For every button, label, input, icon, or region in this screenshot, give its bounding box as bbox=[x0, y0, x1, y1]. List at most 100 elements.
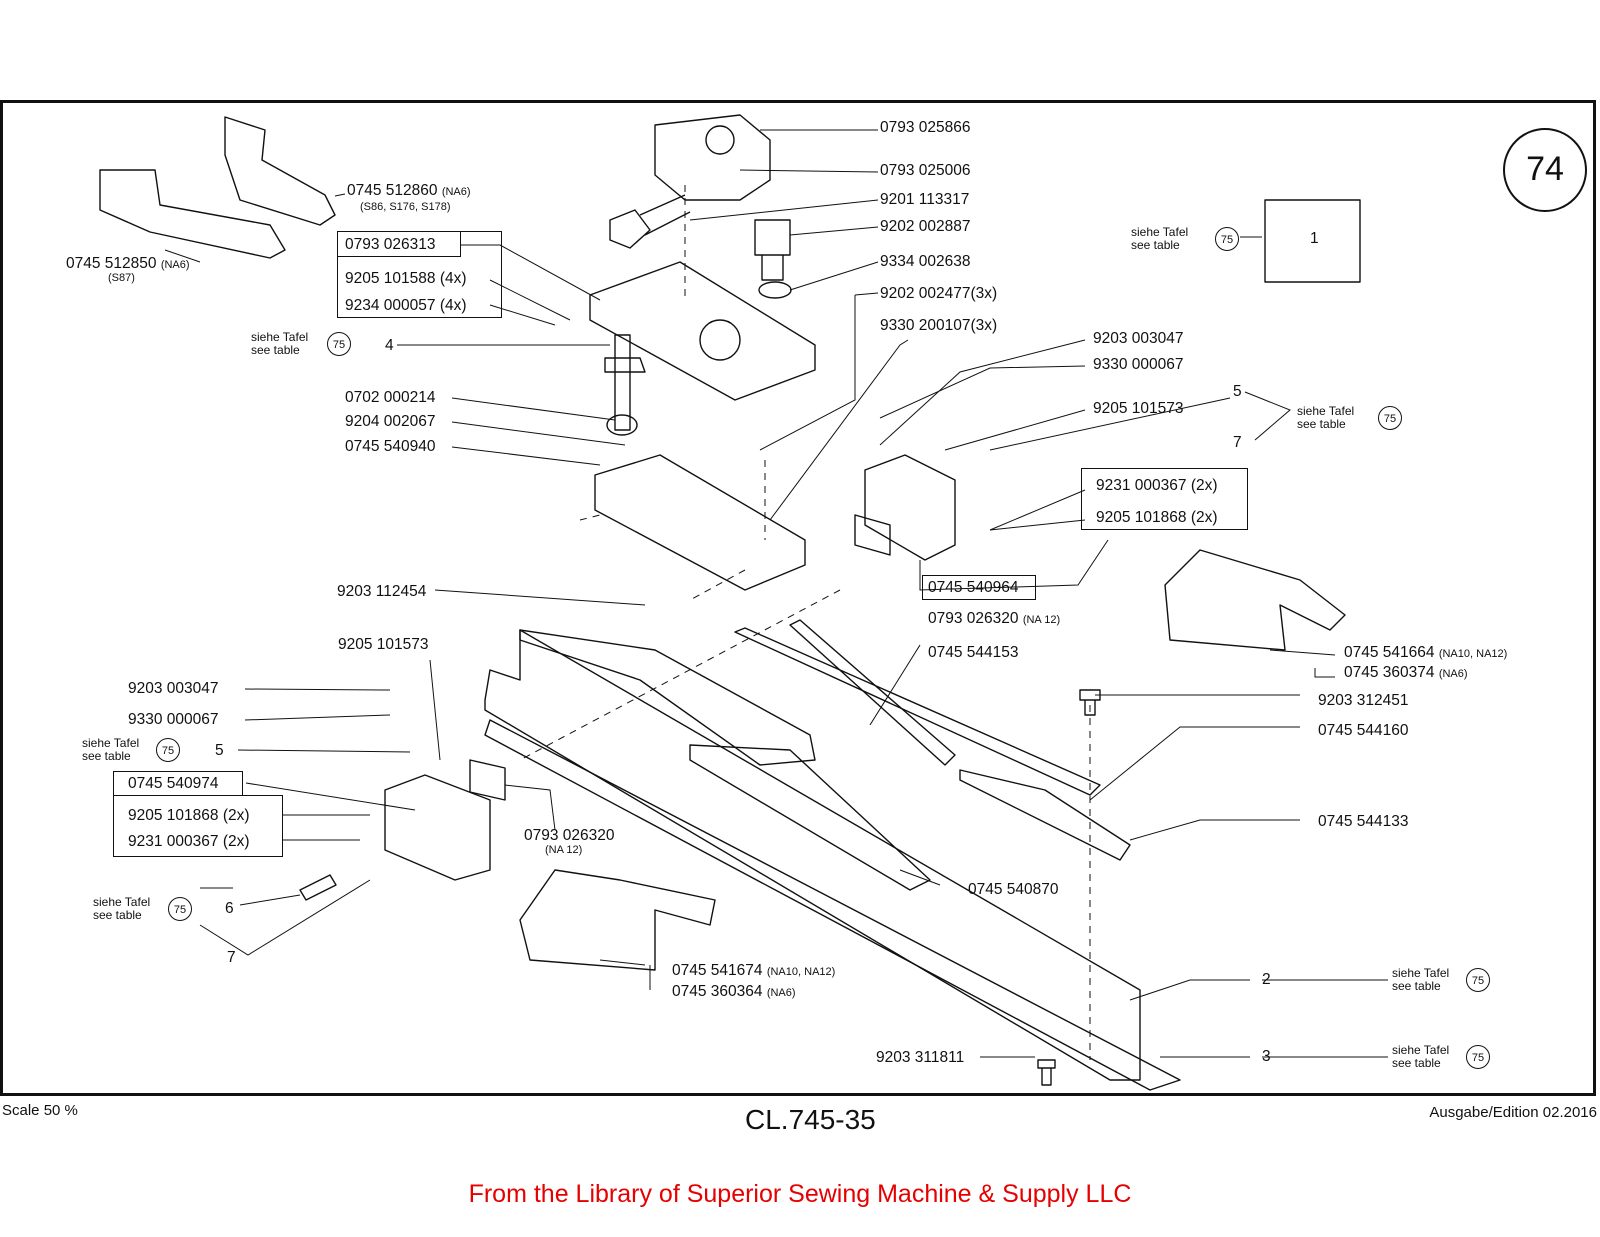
hex-bolt bbox=[609, 194, 691, 249]
part-label-9334002638: 9334 002638 bbox=[880, 253, 971, 270]
clamp-block bbox=[654, 114, 771, 201]
part-label-9234000057: 9234 000057 (4x) bbox=[345, 298, 467, 314]
item-number-4: 4 bbox=[385, 337, 394, 354]
part-label-0745544153: 0745 544153 bbox=[928, 644, 1019, 661]
see-table-en: see table bbox=[1297, 417, 1346, 431]
part-number: 9202 002477 bbox=[880, 285, 971, 302]
pin bbox=[299, 874, 337, 901]
block-540974 bbox=[384, 774, 491, 881]
variant: (NA10, NA12) bbox=[1438, 648, 1508, 660]
block-540964 bbox=[864, 454, 956, 561]
see-table-en: see table bbox=[251, 343, 300, 357]
part-label-0793025006: 0793 025006 bbox=[880, 162, 971, 179]
table-ref-circle: 75 bbox=[1378, 406, 1402, 430]
item-number-5-right: 5 bbox=[1233, 383, 1242, 400]
part-label-9203312451: 9203 312451 bbox=[1318, 692, 1409, 709]
table-ref-circle: 75 bbox=[168, 897, 192, 921]
item-number-3: 3 bbox=[1262, 1048, 1271, 1065]
part-label-0793026320-right: 0793 026320 (NA 12) bbox=[928, 611, 1060, 627]
base-plate bbox=[589, 261, 816, 401]
part-number: 9231 000367 bbox=[128, 833, 219, 850]
part-label-9201113317: 9201 113317 bbox=[880, 191, 970, 208]
part-label-0745540974: 0745 540974 bbox=[128, 775, 219, 792]
part-number: 0745 541664 bbox=[1344, 644, 1435, 661]
table-ref-circle: 75 bbox=[156, 738, 180, 762]
part-note-0745512860: (S86, S176, S178) bbox=[360, 201, 451, 213]
bracket-b bbox=[224, 116, 336, 226]
scale-label: Scale 50 % bbox=[2, 1102, 78, 1119]
quantity: (2x) bbox=[222, 833, 250, 850]
part-label-9204002067: 9204 002067 bbox=[345, 413, 436, 430]
table-ref-circle: 75 bbox=[1466, 968, 1490, 992]
see-table-en: see table bbox=[82, 749, 131, 763]
part-number: 0745 360364 bbox=[672, 983, 763, 1000]
part-label-9330000067-right: 9330 000067 bbox=[1093, 356, 1184, 373]
variant: (NA6) bbox=[441, 186, 471, 198]
guide-544153 bbox=[789, 619, 956, 766]
see-table-en: see table bbox=[1131, 238, 1180, 252]
plate-544133 bbox=[959, 769, 1131, 861]
item-number-2: 2 bbox=[1262, 971, 1271, 988]
item-1-box bbox=[1264, 199, 1361, 283]
part-label-0745540940: 0745 540940 bbox=[345, 438, 436, 455]
part-label-9231000367-right: 9231 000367 (2x) bbox=[1096, 478, 1218, 494]
part-label-0745540964: 0745 540964 bbox=[928, 579, 1019, 596]
part-label-0745544160: 0745 544160 bbox=[1318, 722, 1409, 739]
part-number: 0745 512850 bbox=[66, 255, 157, 272]
see-table-de: siehe Tafel bbox=[1131, 225, 1189, 239]
part-number: 0745 512860 bbox=[347, 182, 438, 199]
see-table-de: siehe Tafel bbox=[1392, 1043, 1450, 1057]
part-label-0745541664: 0745 541664 (NA10, NA12) bbox=[1344, 645, 1507, 661]
part-number: 0745 360374 bbox=[1344, 664, 1435, 681]
part-label-9205101868-left: 9205 101868 (2x) bbox=[128, 808, 250, 824]
block-540940 bbox=[594, 454, 806, 591]
see-table-de: siehe Tafel bbox=[93, 895, 151, 909]
part-label-0745544133: 0745 544133 bbox=[1318, 813, 1409, 830]
part-number: 9231 000367 bbox=[1096, 477, 1187, 494]
edition-label: Ausgabe/Edition 02.2016 bbox=[1429, 1104, 1597, 1121]
part-label-9205101868-right: 9205 101868 (2x) bbox=[1096, 510, 1218, 526]
highlight-box-0745540964 bbox=[922, 575, 1036, 600]
blade-top bbox=[519, 629, 816, 766]
see-table-en: see table bbox=[1392, 1056, 1441, 1070]
spacer-plate-l bbox=[469, 759, 506, 801]
table-ref-circle: 75 bbox=[327, 332, 351, 356]
part-label-9202002477: 9202 002477(3x) bbox=[880, 286, 997, 302]
see-table-de: siehe Tafel bbox=[1297, 404, 1355, 418]
part-label-9202002887: 9202 002887 bbox=[880, 218, 971, 235]
hex-nut bbox=[604, 357, 646, 373]
drawing-code: CL.745-35 bbox=[745, 1104, 876, 1135]
quantity: (2x) bbox=[1190, 509, 1218, 526]
socket-screw bbox=[754, 219, 791, 281]
page-number: 74 bbox=[1503, 128, 1587, 212]
part-label-9330000067-left: 9330 000067 bbox=[128, 711, 219, 728]
part-label-0745512860: 0745 512860 (NA6) bbox=[347, 183, 471, 199]
part-number: 0793 026320 bbox=[928, 610, 1019, 627]
see-table-en: see table bbox=[93, 908, 142, 922]
bracket-a bbox=[99, 169, 286, 259]
post bbox=[614, 334, 631, 431]
part-label-0745512850: 0745 512850 (NA6) bbox=[66, 256, 190, 272]
group-box-0745540974 bbox=[113, 795, 283, 857]
variant: (NA6) bbox=[1438, 668, 1468, 680]
variant: (NA6) bbox=[160, 259, 190, 271]
part-label-9231000367-left: 9231 000367 (2x) bbox=[128, 834, 250, 850]
see-table-de: siehe Tafel bbox=[251, 330, 309, 344]
blade-540870 bbox=[689, 744, 931, 891]
part-number: 9234 000057 bbox=[345, 297, 436, 314]
part-number: 9205 101868 bbox=[1096, 509, 1187, 526]
part-label-9203112454: 9203 112454 bbox=[337, 583, 427, 600]
quantity: (4x) bbox=[439, 270, 467, 287]
part-number: 9205 101868 bbox=[128, 807, 219, 824]
part-number: 9205 101588 bbox=[345, 270, 436, 287]
see-table-en: see table bbox=[1392, 979, 1441, 993]
drawing-frame bbox=[0, 100, 1596, 1096]
group-box-0745540964 bbox=[1081, 468, 1248, 530]
part-label-9203311811: 9203 311811 bbox=[876, 1049, 965, 1066]
screw-312451 bbox=[1079, 689, 1101, 716]
spacer-plate-r bbox=[854, 514, 891, 556]
